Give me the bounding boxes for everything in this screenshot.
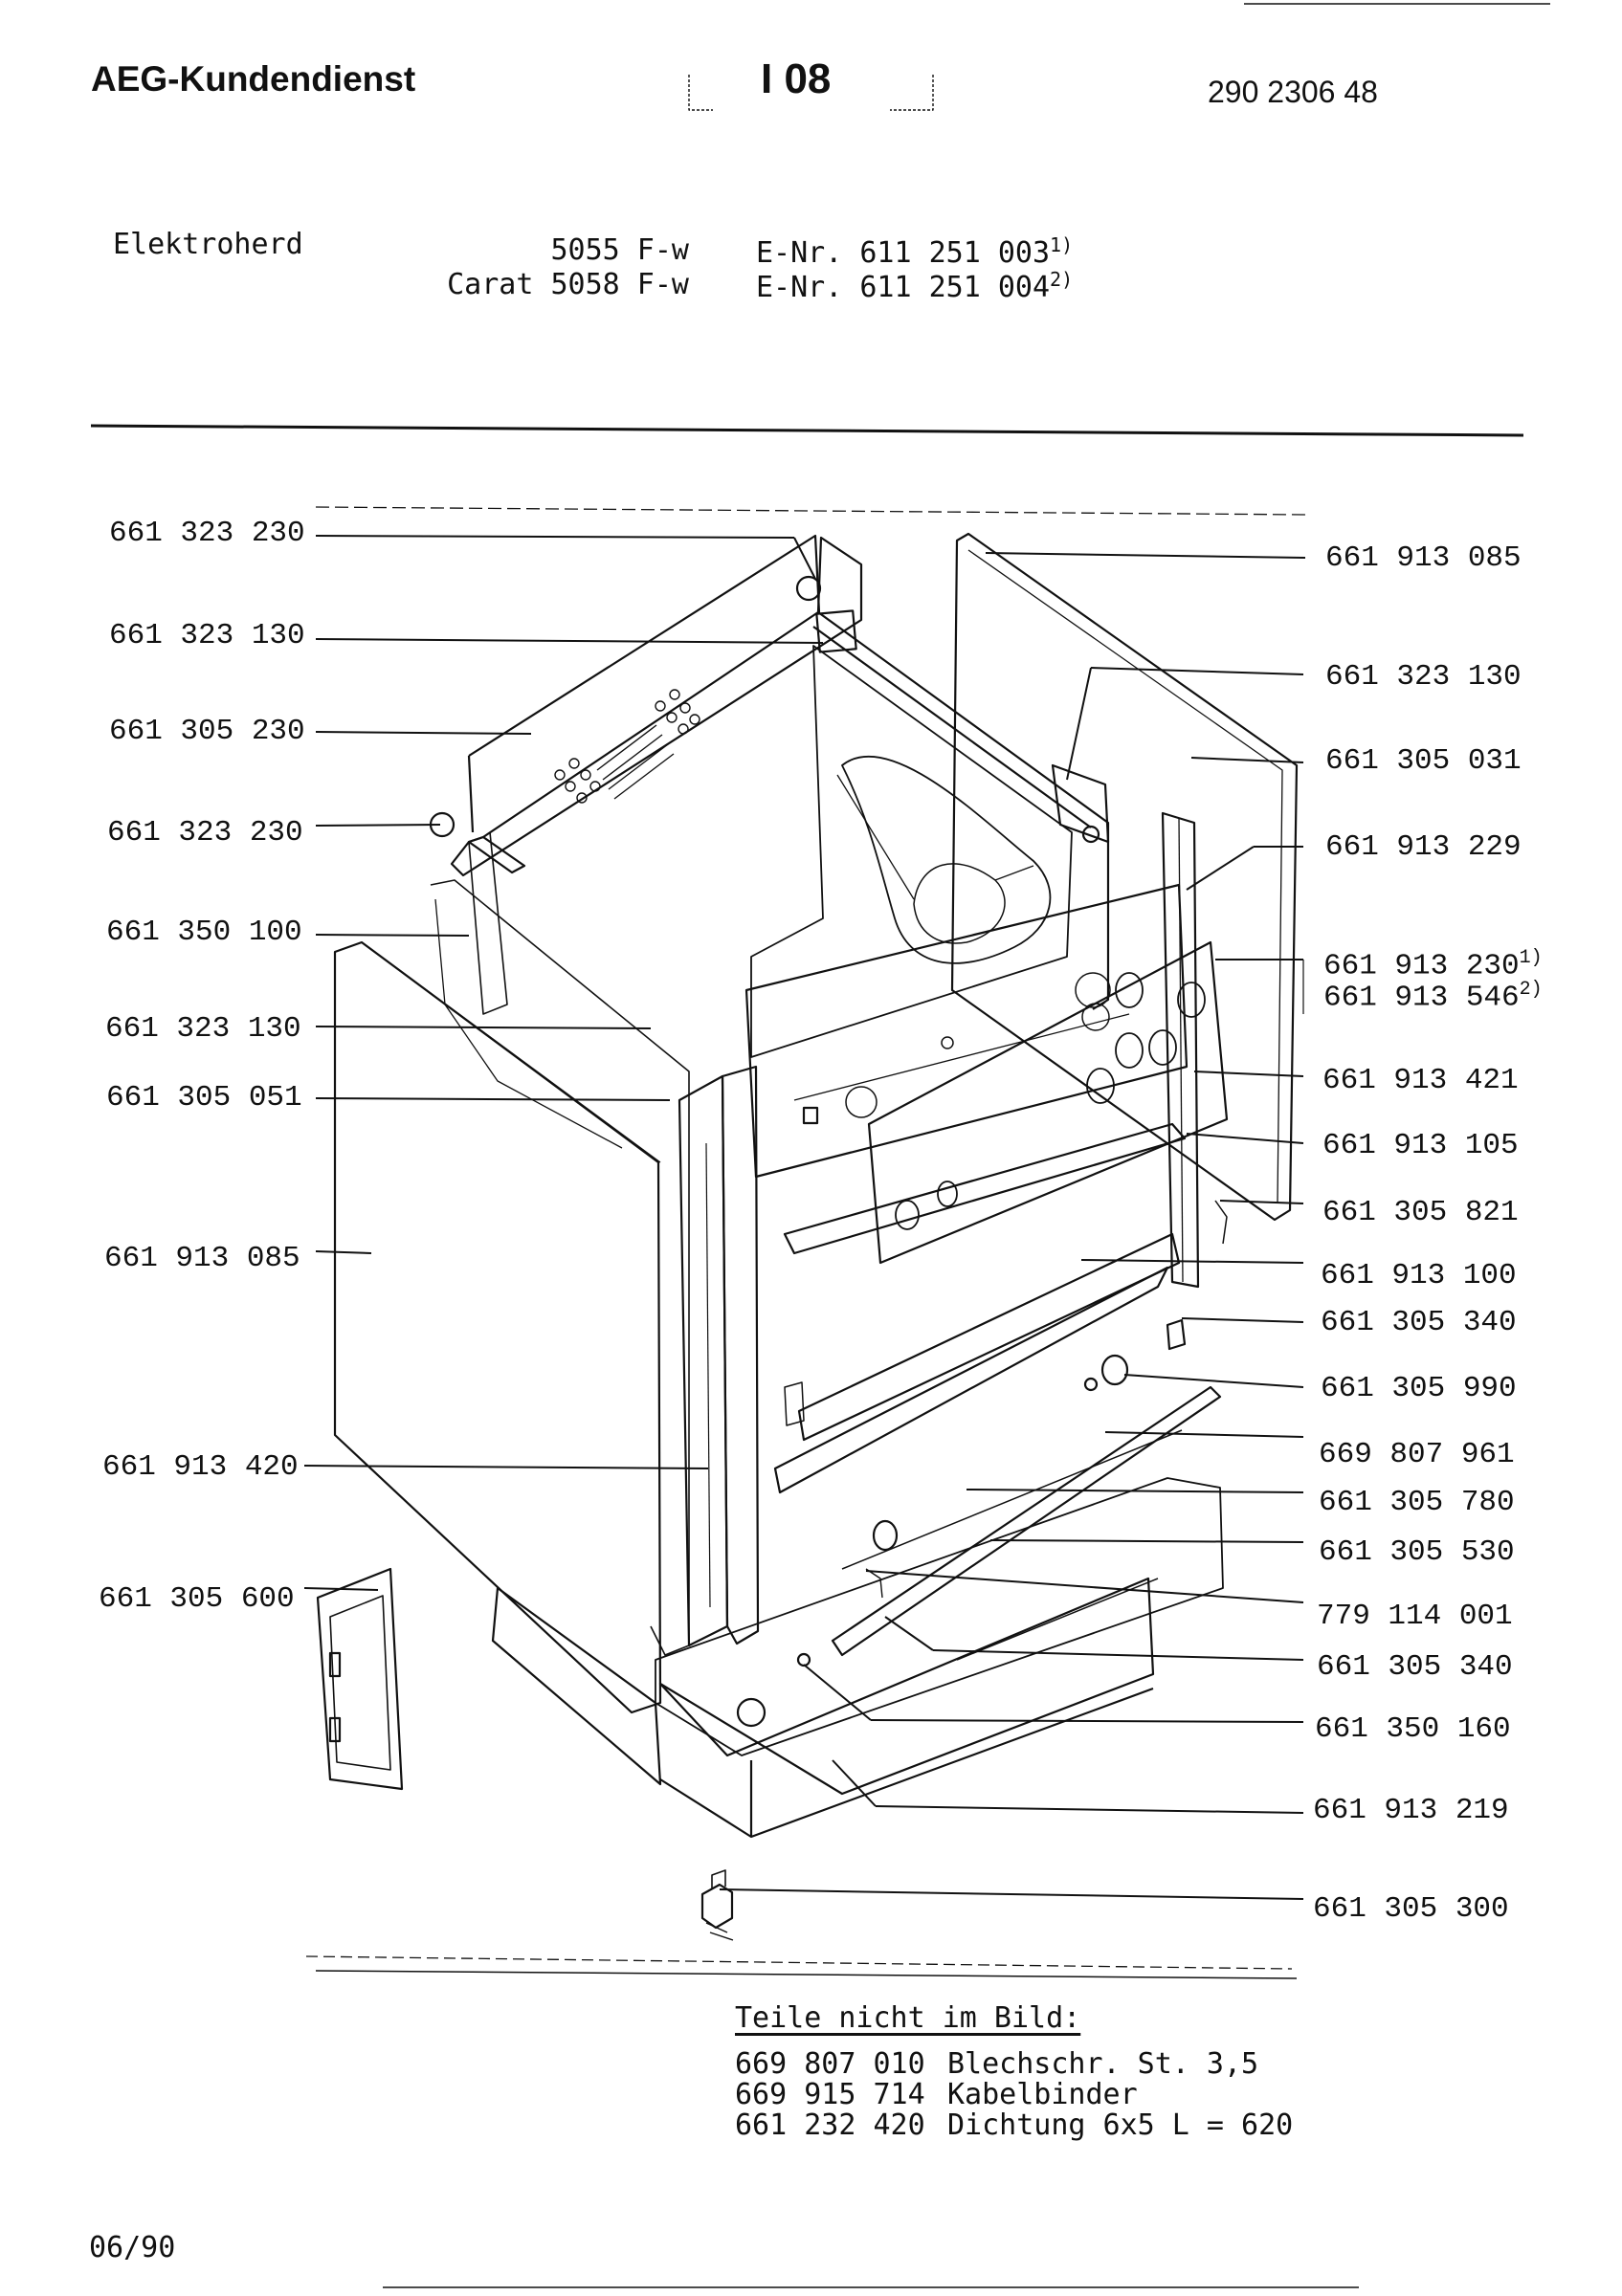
right-label-1: 661 913 085 <box>1325 541 1522 575</box>
bushing <box>1100 1354 1129 1386</box>
right-label-2: 661 323 130 <box>1325 660 1522 694</box>
right-label-12: 661 305 990 <box>1321 1372 1517 1405</box>
right-label-17: 661 305 340 <box>1317 1650 1513 1684</box>
page-code: I 08 <box>761 55 832 102</box>
right-label-9: 661 305 821 <box>1322 1196 1519 1229</box>
diagram-bottom-dash <box>305 1955 1293 1970</box>
right-label-15: 661 305 530 <box>1319 1535 1515 1569</box>
bottom-strip <box>831 1385 1222 1657</box>
left-label-1: 661 323 230 <box>109 517 305 550</box>
product-type: Elektroherd <box>113 228 303 261</box>
back-wall <box>750 645 1073 1058</box>
control-frame <box>744 883 1189 1179</box>
front-crossbar <box>783 1122 1187 1255</box>
left-label-4: 661 323 230 <box>107 816 303 850</box>
document-number: 290 2306 48 <box>1208 75 1378 109</box>
left-label-10: 661 305 600 <box>99 1582 295 1616</box>
right-label-16: 779 114 001 <box>1317 1600 1513 1633</box>
right-label-14: 661 305 780 <box>1319 1486 1515 1519</box>
right-label-5: 661 913 2301) <box>1323 947 1543 983</box>
drawer-handle <box>316 1567 404 1791</box>
top-ring <box>795 575 822 602</box>
base-hole <box>736 1697 767 1728</box>
diagram-bottom-rule <box>315 1970 1298 1979</box>
right-label-18: 661 350 160 <box>1315 1712 1511 1746</box>
left-label-9: 661 913 420 <box>102 1450 299 1484</box>
hinge-bracket-top <box>815 609 857 653</box>
model-1: 5055 F-w <box>550 233 690 267</box>
right-label-13: 669 807 961 <box>1319 1438 1515 1471</box>
base-left <box>491 1586 662 1786</box>
left-label-7: 661 305 051 <box>106 1081 302 1115</box>
diagram-top-dash <box>315 506 1307 516</box>
cover-plate-holes <box>895 972 1206 1230</box>
model-2: Carat 5058 F-w <box>447 268 689 301</box>
top-frame <box>450 536 863 877</box>
left-label-2: 661 323 130 <box>109 619 305 652</box>
right-label-20: 661 305 300 <box>1313 1892 1509 1926</box>
enr-1: E-Nr. 611 251 0031) <box>756 233 1074 270</box>
rear-panel <box>950 532 1299 1222</box>
right-label-6: 661 913 5462) <box>1323 979 1543 1015</box>
right-label-10: 661 913 100 <box>1321 1259 1517 1292</box>
middle-crossbar <box>797 1232 1181 1442</box>
right-label-3: 661 305 031 <box>1325 744 1522 778</box>
brand-title: AEG-Kundendienst <box>91 59 416 99</box>
front-left-column <box>721 1065 760 1645</box>
left-label-6: 661 323 130 <box>105 1012 301 1046</box>
right-label-4: 661 913 229 <box>1325 830 1522 864</box>
cover-plate <box>867 940 1229 1265</box>
right-label-7: 661 913 421 <box>1322 1064 1519 1097</box>
adjustable-foot <box>700 1883 734 1930</box>
header-rule <box>90 424 1524 437</box>
left-label-3: 661 305 230 <box>109 715 305 748</box>
front-left-column-inner <box>678 1074 729 1647</box>
left-label-8: 661 913 085 <box>104 1242 300 1275</box>
parts-not-shown-title: Teile nicht im Bild: <box>735 2001 1081 2035</box>
left-label-5: 661 350 100 <box>106 916 302 949</box>
right-label-19: 661 913 219 <box>1313 1794 1509 1827</box>
right-label-11: 661 305 340 <box>1321 1306 1517 1339</box>
right-label-8: 661 913 105 <box>1322 1129 1519 1162</box>
enr-2: E-Nr. 611 251 0042) <box>756 268 1074 304</box>
hinge-bracket-right <box>1051 763 1110 844</box>
leader-lines <box>303 535 1306 1900</box>
base-top <box>658 1577 1155 1796</box>
vent-holes <box>554 689 700 804</box>
footer-date: 06/90 <box>89 2231 176 2264</box>
